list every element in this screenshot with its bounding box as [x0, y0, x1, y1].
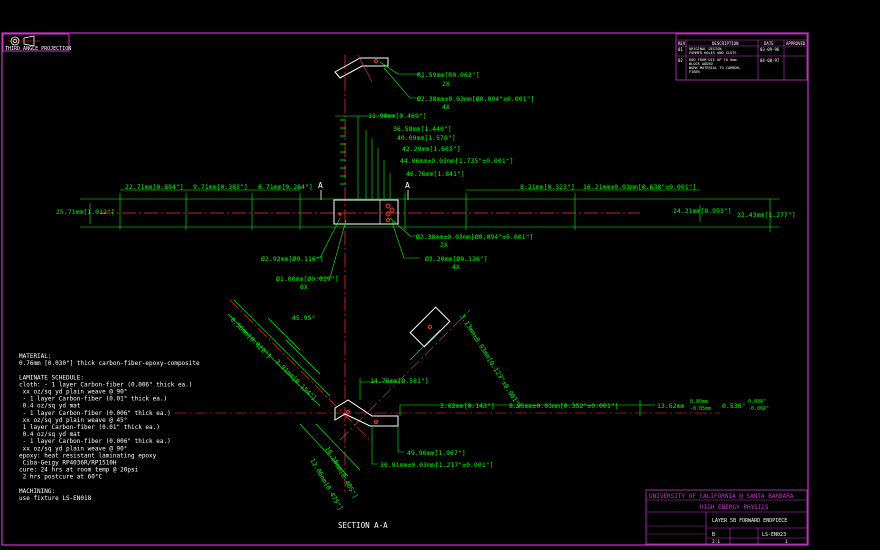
notes-line: cure: 24 hrs at room temp @ 20psi: [19, 467, 139, 474]
dim-lower-1-qty: 2X: [440, 241, 448, 249]
dim-s-5: 8.95mm±0.03mm[0.352"±0.001"]: [509, 402, 619, 410]
rev-row-1-date: 03-09-96: [760, 47, 780, 52]
dim-s-6: 13.62mm: [657, 402, 684, 410]
rev-row-2-desc-line: WORK MATERIAL TO CARBON-: [689, 66, 741, 70]
notes-line: 1 layer Carbon-fiber (0.01" thick ea.): [19, 424, 160, 431]
tb-scale: 2:1: [712, 539, 720, 545]
dim-h-4: 8.21mm[0.323"]: [520, 183, 575, 191]
dim-s-3: 14.76mm[0.581"]: [370, 377, 429, 385]
rev-row-2-date: 04-08-97: [760, 58, 780, 63]
title-block: UNIVERSITY OF CALIFORNIA @ SANTA BARBARA…: [645, 489, 808, 545]
dim-h-3: 6.71mm[0.264"]: [258, 183, 313, 191]
dim-radius-qty: 2X: [442, 80, 450, 88]
dim-h-1: 22.71mm[0.894"]: [125, 183, 184, 191]
rev-row-2-desc: ROD FROM DIE UP TO 0mm BLOCK ADDED WORK …: [689, 58, 743, 74]
tol-top: 0.00mm: [690, 399, 708, 405]
notes-line: - 1 layer Carbon-fiber (0.006" thick ea.…: [19, 410, 171, 417]
dim-left: 25.71mm[1.012"]: [56, 208, 115, 216]
dim-s-1: 0.56mm[0.022"]: [229, 316, 273, 360]
rev-row-2-rev: 02: [678, 58, 683, 63]
rev-header-approved: APPROVED: [786, 41, 806, 46]
rev-header-rev: REV: [678, 41, 686, 46]
rev-row-1-desc-line: FORMED HOLES AND SLOTS: [689, 51, 737, 55]
sheet-border: [1, 32, 809, 546]
dim-h-5: 16.21mm±0.03mm[0.638"±0.001"]: [583, 183, 697, 191]
dim-bracket-hole-qty: 4X: [442, 103, 450, 111]
rev-row-2-desc-line: FIBER: [689, 70, 701, 74]
ticks: [340, 119, 346, 185]
dim-lower-2: Ø3.20mm[Ø0.126"]: [425, 255, 488, 263]
rev-header-date: DATE: [764, 41, 774, 46]
dim-lower-1: Ø2.38mm±0.03mm[Ø0.094"±0.001"]: [416, 233, 533, 241]
dim-lower-3: Ø2.93mm[Ø0.116"]: [261, 255, 324, 263]
section-mark-right: A: [405, 181, 410, 190]
tb-university: UNIVERSITY OF CALIFORNIA @ SANTA BARBARA: [649, 493, 794, 500]
tol-in-bottom: -0.002": [748, 406, 769, 412]
tb-size: B: [712, 532, 715, 538]
dim-v-5: 44.06mm±0.03mm[1.735"±0.001"]: [400, 157, 514, 165]
tol-in-top: 0.000": [748, 399, 766, 405]
dim-bracket-hole: Ø2.38mm±0.03mm[Ø0.094"±0.001"]: [417, 95, 534, 103]
tb-title: LAYER 5B FORWARD ENDPIECE: [712, 518, 787, 524]
dim-v-4: 42.29mm[1.665"]: [402, 145, 461, 153]
dim-lower-2-qty: 4X: [452, 263, 460, 271]
notes-line: cloth: - 1 layer Carbon-fiber (0.006" th…: [19, 381, 192, 388]
dim-lower-4-qty: 6X: [300, 283, 308, 291]
dim-s-8: 49.96mm[1.967"]: [407, 449, 466, 457]
dim-v-3: 40.09mm[1.578"]: [397, 134, 456, 142]
rev-header-desc: DESCRIPTION: [712, 41, 739, 46]
dim-right-2: 32.43mm[1.277"]: [737, 211, 796, 219]
projection-logo: THIRD ANGLE PROJECTION: [2, 33, 71, 52]
notes-line: - 1 layer Carbon-fiber (0.01" thick ea.): [19, 396, 167, 403]
rev-row-1-desc: ORIGINAL DESIGN FORMED HOLES AND SLOTS: [689, 47, 737, 55]
notes-line: xx oz/sq yd plain weave @ 90°: [19, 389, 127, 396]
rev-row-1-desc-line: ORIGINAL DESIGN: [689, 47, 721, 51]
section-mark-left: A: [318, 181, 323, 190]
dim-radius: R1.59mm[R0.062"]: [417, 71, 480, 79]
dim-v-1: 11.90mm[0.469"]: [368, 112, 427, 120]
dim-s-7: 0.536": [722, 402, 745, 410]
notes-line: - 1 layer Carbon-fiber (0.006" thick ea.…: [19, 438, 171, 445]
dim-s-12: 3.13mm±0.03mm[0.123"±0.001"]: [458, 313, 523, 410]
rev-row-2-desc-line: BLOCK ADDED: [689, 62, 713, 66]
bracket-outline: [334, 57, 389, 79]
dim-right-1: 24.21mm[0.953"]: [673, 207, 732, 215]
rev-row-1-rev: 01: [678, 47, 683, 52]
rotated-detail: [409, 306, 451, 348]
notes-line: MACHINING:: [19, 488, 55, 495]
section-label: SECTION A-A: [338, 521, 388, 530]
notes-line: MATERIAL:: [19, 353, 52, 360]
dim-lower-4: Ø1.00mm[Ø0.039"]: [276, 275, 339, 283]
notes-block: MATERIAL:0.76mm [0.030"] thick carbon-fi…: [19, 353, 200, 502]
tb-sheet: 1: [785, 539, 788, 545]
notes-line: epoxy: heat resistant laminating epoxy: [19, 452, 157, 459]
logo-label: THIRD ANGLE PROJECTION: [5, 46, 71, 52]
notes-line: use fixture LS-EN018: [19, 495, 92, 502]
dim-s-4: 3.62mm[0.143"]: [440, 402, 495, 410]
notes-line: 2 hrs postcure at 60°C: [19, 474, 102, 481]
rev-row-2-desc-line: ROD FROM DIE UP TO 0mm: [689, 58, 737, 62]
tol-bottom: -0.05mm: [690, 406, 711, 412]
notes-line: 0.4 oz/sq yd mat: [19, 431, 81, 438]
dim-angle: 45.95°: [292, 314, 315, 322]
dim-s-9: 30.91mm±0.03mm[1.217"±0.001"]: [380, 461, 494, 469]
dim-v-6: 46.76mm[1.841"]: [406, 170, 465, 178]
revision-block: REV DESCRIPTION DATE APPROVED 01 ORIGINA…: [675, 33, 808, 81]
notes-line: xx oz/sq yd plain weave @ 90°: [19, 445, 127, 452]
notes-line: 0.76mm [0.030"] thick carbon-fiber-epoxy…: [19, 360, 200, 367]
top-view: A A: [56, 54, 796, 495]
dim-v-2: 36.58mm[1.440"]: [393, 125, 452, 133]
notes-line: LAMINATE SCHEDULE:: [19, 374, 84, 381]
tb-drawing-number: LS-EN023: [762, 532, 786, 538]
dim-s-2: 3.91mm[0.154"]: [274, 358, 318, 402]
notes-line: xx oz/sq yd plain weave @ 45°: [19, 417, 127, 424]
dim-h-2: 9.71mm[0.382"]: [193, 183, 248, 191]
notes-line: Ciba-Geigy RP4036R/RP1510H: [19, 460, 117, 467]
notes-line: 0.4 oz/sq yd mat: [19, 403, 81, 410]
tb-department: HIGH ENERGY PHYSICS: [700, 504, 769, 511]
